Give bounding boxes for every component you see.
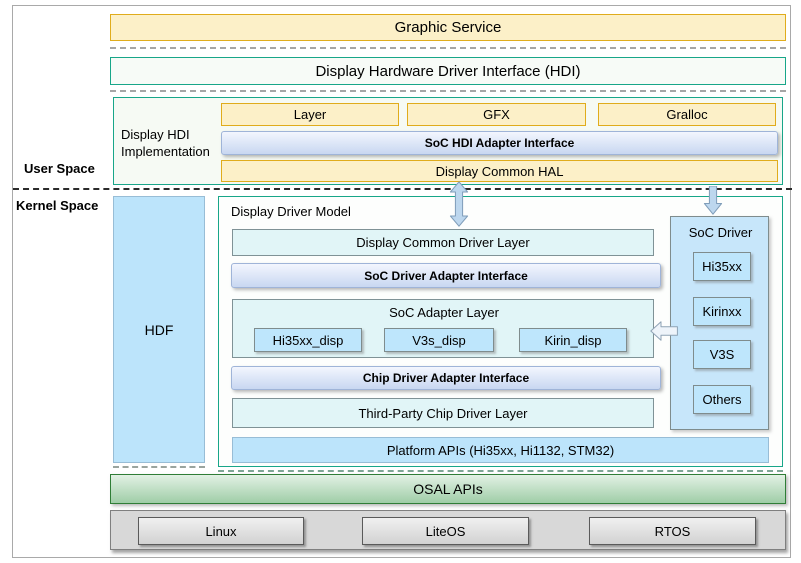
kernel-space-label: Kernel Space: [16, 198, 99, 213]
driver-model-continuation-dash: [218, 470, 783, 472]
soc-driver-kirinxx-box: Kirinxx: [693, 297, 751, 326]
liteos-box: LiteOS: [362, 517, 529, 545]
soc-adapter-layer-box: SoC Adapter Layer Hi35xx_disp V3s_disp K…: [232, 299, 654, 358]
display-common-hal-box: Display Common HAL: [221, 160, 778, 182]
display-driver-model-container: Display Driver Model Display Common Driv…: [218, 196, 783, 467]
third-party-chip-driver-layer-box: Third-Party Chip Driver Layer: [232, 398, 654, 428]
soc-driver-others-box: Others: [693, 385, 751, 414]
soc-adapter-layer-title: SoC Adapter Layer: [389, 305, 499, 320]
kirin-disp-box: Kirin_disp: [519, 328, 627, 352]
soc-driver-column: SoC Driver Hi35xx Kirinxx V3S Others: [670, 216, 769, 430]
down-arrow-icon: [703, 185, 723, 215]
hi35xx-disp-box: Hi35xx_disp: [254, 328, 362, 352]
rtos-box: RTOS: [589, 517, 756, 545]
hdf-box: HDF: [113, 196, 205, 463]
layer-box: Layer: [221, 103, 399, 126]
hdi-box: Display Hardware Driver Interface (HDI): [110, 57, 786, 85]
soc-driver-title: SoC Driver: [688, 225, 753, 240]
soc-driver-adapter-interface-bar: SoC Driver Adapter Interface: [231, 263, 661, 288]
figure-border: [12, 5, 791, 558]
soc-driver-hi35xx-box: Hi35xx: [693, 252, 751, 281]
gralloc-box: Gralloc: [598, 103, 776, 126]
display-driver-model-title: Display Driver Model: [231, 204, 351, 219]
user-space-label: User Space: [24, 161, 95, 176]
display-common-driver-layer-box: Display Common Driver Layer: [232, 229, 654, 256]
display-hdi-implementation-label: Display HDI Implementation: [121, 127, 210, 159]
osal-apis-box: OSAL APIs: [110, 474, 786, 504]
platform-apis-box: Platform APIs (Hi35xx, Hi1132, STM32): [232, 437, 769, 463]
bidirectional-arrow-icon: [449, 181, 469, 227]
user-kernel-divider: [13, 188, 792, 190]
gfx-box: GFX: [407, 103, 586, 126]
hdf-continuation-dash: [113, 466, 205, 468]
graphic-service-box: Graphic Service: [110, 14, 786, 41]
soc-hdi-adapter-interface-bar: SoC HDI Adapter Interface: [221, 131, 778, 155]
linux-box: Linux: [138, 517, 304, 545]
soc-driver-v3s-box: V3S: [693, 340, 751, 369]
os-container: Linux LiteOS RTOS: [110, 510, 786, 550]
chip-driver-adapter-interface-bar: Chip Driver Adapter Interface: [231, 366, 661, 390]
v3s-disp-box: V3s_disp: [384, 328, 494, 352]
separator-dashed-2: [110, 90, 786, 92]
display-hdi-implementation-container: Display HDI Implementation Layer GFX Gra…: [113, 97, 783, 185]
separator-dashed-1: [110, 47, 786, 49]
left-arrow-icon: [650, 320, 678, 342]
